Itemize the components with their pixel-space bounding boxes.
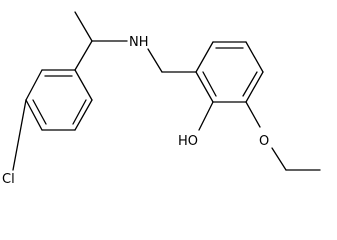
bond	[245, 101, 261, 128]
bond	[195, 71, 214, 103]
bond	[74, 40, 93, 71]
bond	[25, 69, 43, 101]
hydroxyl-label: HO	[178, 134, 198, 149]
bond	[74, 69, 93, 101]
aromatic-double-bond	[32, 99, 47, 125]
ether-oxygen-label: O	[259, 134, 269, 149]
bond	[147, 48, 163, 73]
bond	[198, 101, 214, 131]
bond	[74, 11, 93, 42]
ethoxy-group	[245, 101, 321, 171]
bond	[74, 99, 93, 131]
aromatic-double-bond	[72, 99, 87, 125]
structure-drawing: Cl NH HO O	[2, 11, 321, 185]
aromatic-double-bond	[242, 71, 258, 97]
bond	[12, 99, 27, 171]
phenol-ring	[195, 41, 264, 103]
bond	[245, 41, 264, 73]
amine-label: NH	[129, 35, 149, 50]
ethylamine-linker	[74, 11, 197, 73]
bond	[271, 147, 287, 171]
bond	[195, 41, 214, 73]
aromatic-double-bond	[202, 71, 217, 97]
bond	[25, 99, 43, 131]
chlorine-label: Cl	[2, 172, 15, 185]
bond	[245, 71, 264, 103]
chlorophenyl-ring	[25, 69, 93, 131]
